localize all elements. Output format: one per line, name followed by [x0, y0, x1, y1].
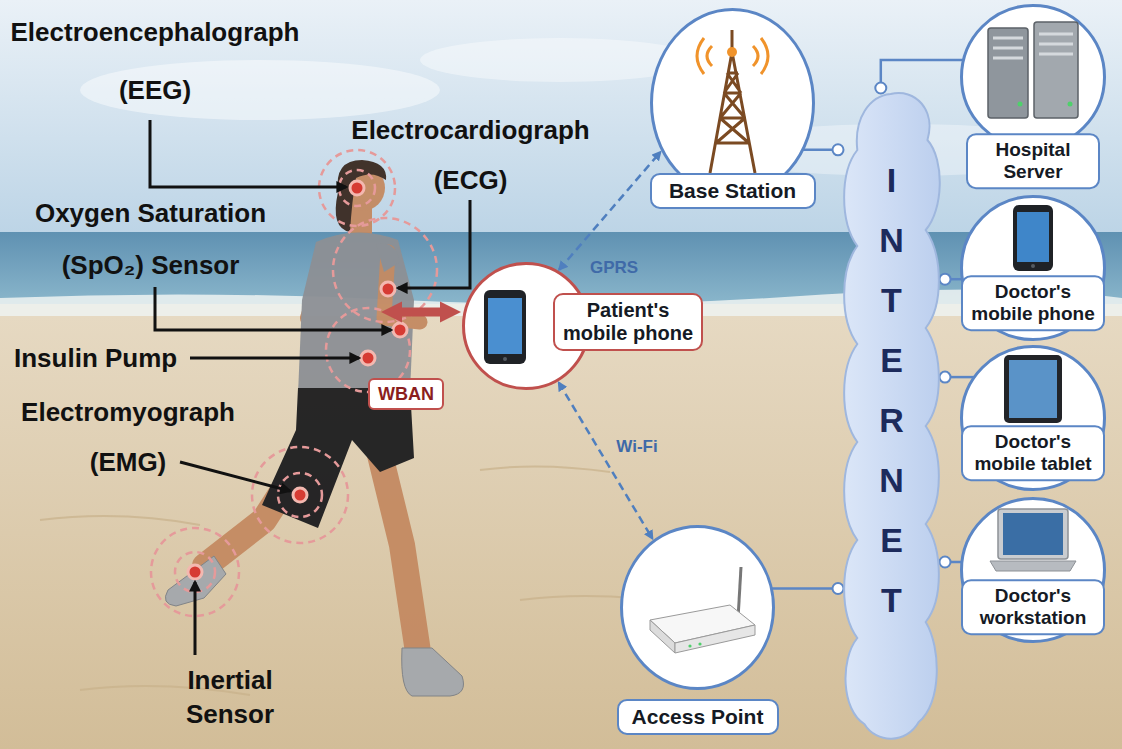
- connector-port: [940, 557, 951, 568]
- sensor-dot: [188, 565, 202, 579]
- sensor-dot: [350, 181, 364, 195]
- node-circle-shape: [620, 525, 775, 690]
- device-label-box: Base Station: [650, 173, 816, 209]
- dphone-icon: [1013, 205, 1053, 271]
- sand-ripples: [40, 466, 690, 695]
- doctor-phone-node: Doctor's mobile phone: [960, 195, 1106, 341]
- device-label-box: Doctor's mobile phone: [961, 275, 1105, 331]
- network-link: [881, 60, 964, 88]
- device-label-box: Hospital Server: [966, 133, 1100, 189]
- circle-outline: [962, 499, 1105, 642]
- laptop-icon: [990, 509, 1076, 571]
- base-station-node: Base Station: [650, 8, 815, 198]
- hair: [336, 160, 386, 232]
- connector-port: [940, 372, 951, 383]
- sleeve: [376, 243, 400, 272]
- circle-outline: [962, 347, 1105, 490]
- front-leg: [380, 455, 418, 652]
- internet-cloud: INTERNET: [838, 88, 945, 745]
- circle-outline: [962, 197, 1105, 340]
- node-circle-shape: [650, 8, 815, 198]
- range-ring: [278, 473, 322, 517]
- sensor-dot: [293, 488, 307, 502]
- sensor-dot: [381, 282, 395, 296]
- connector-port: [833, 144, 844, 155]
- patient-phone-node: Patient's mobile phone: [462, 262, 590, 390]
- leader-arrow: [155, 287, 391, 330]
- callout-label-box: Patient's mobile phone: [553, 293, 703, 351]
- hospital-server-node: Hospital Server: [960, 4, 1106, 150]
- range-ring: [252, 447, 348, 543]
- device-label-box: Doctor's workstation: [961, 579, 1105, 635]
- leader-arrow: [398, 200, 470, 288]
- sensor-label: Electrocardiograph (ECG): [338, 105, 603, 205]
- server-icon: [988, 22, 1078, 118]
- sand: [0, 316, 1122, 749]
- wban-link-arrow: [396, 308, 446, 317]
- connector-port: [940, 274, 951, 285]
- node-circle-shape: [960, 4, 1106, 150]
- tablet-icon: [1004, 355, 1062, 423]
- tower-icon: [697, 30, 768, 173]
- access-point-node: Access Point: [620, 525, 775, 690]
- front-shoe: [402, 648, 464, 696]
- device-label-box: Doctor's mobile tablet: [961, 425, 1105, 481]
- leader-arrow: [180, 462, 290, 491]
- pphone-icon: [484, 290, 526, 364]
- vertical-cloud-text: INTERNET: [878, 150, 905, 630]
- sensor-dot: [361, 351, 375, 365]
- sensor-dot: [393, 323, 407, 337]
- circle-outline: [622, 527, 774, 689]
- leader-arrow: [150, 120, 346, 187]
- leader-arrow: [194, 582, 197, 655]
- leader-arrow: [190, 357, 359, 360]
- circle-outline: [962, 6, 1105, 149]
- wban-label-box: WBAN: [368, 378, 444, 410]
- wireless-link: [559, 152, 660, 270]
- sensor-label: Electroencephalograph (EEG): [0, 3, 310, 119]
- router-icon: [650, 567, 755, 653]
- network-link: [771, 587, 838, 590]
- doctor-tablet-node: Doctor's mobile tablet: [960, 345, 1106, 491]
- sensor-label: Oxygen Saturation (SpO₂) Sensor: [18, 187, 283, 291]
- cloud-outline: [844, 93, 940, 739]
- connector-port: [875, 83, 886, 94]
- runner-figure: [165, 160, 463, 696]
- range-ring: [333, 218, 437, 322]
- doctor-workstation-node: Doctor's workstation: [960, 497, 1106, 643]
- wireless-link: [559, 383, 653, 539]
- box-text: WBAN: [378, 382, 434, 406]
- connector-port: [833, 583, 844, 594]
- sensor-label: Electromyograph (EMG): [8, 387, 248, 487]
- sensor-label: Insulin Pump: [14, 343, 177, 373]
- circle-outline: [652, 10, 814, 197]
- sensor-label: Inertial Sensor: [170, 663, 290, 731]
- edge-label: GPRS: [590, 258, 638, 278]
- edge-label: Wi-Fi: [616, 437, 657, 457]
- device-label-box: Access Point: [617, 699, 779, 735]
